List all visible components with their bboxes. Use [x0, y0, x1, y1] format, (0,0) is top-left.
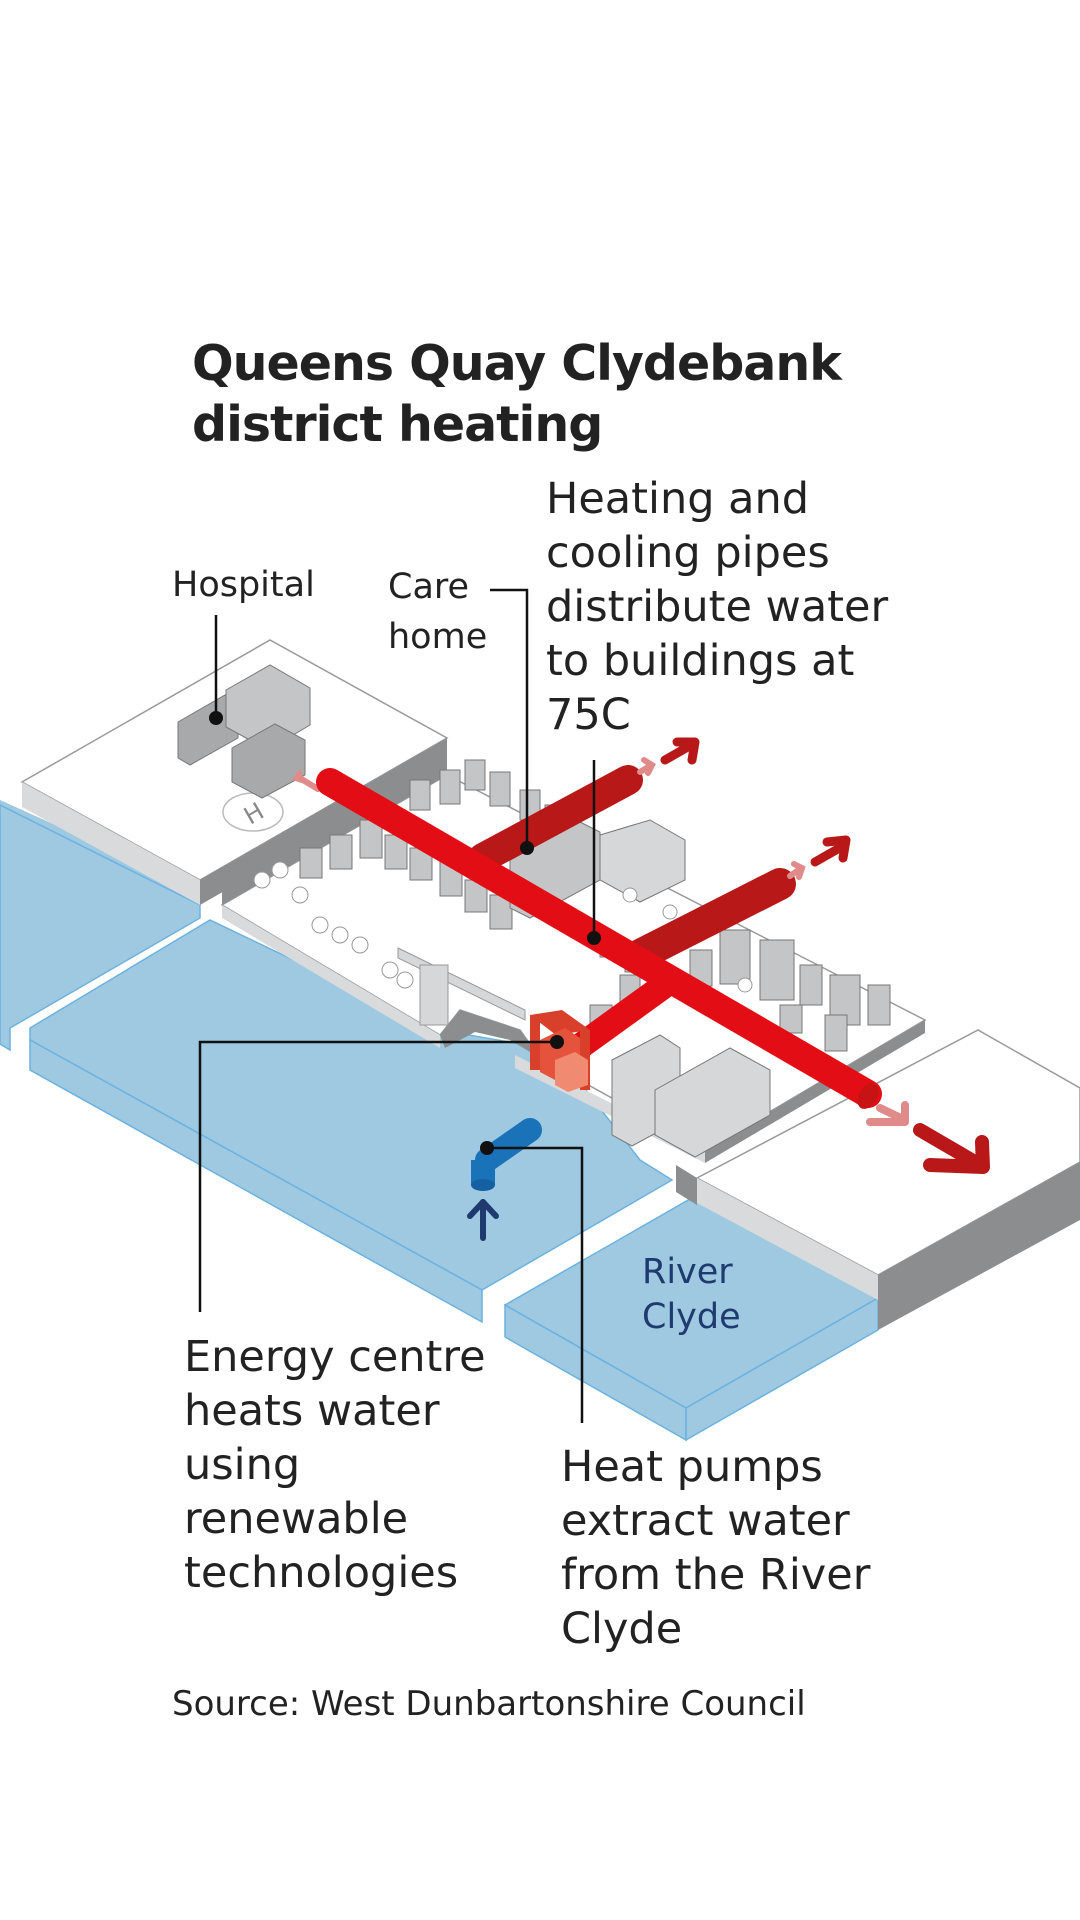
residential-buildings — [299, 759, 891, 1052]
branch-pipe-north — [468, 765, 643, 873]
hospital-label: Hospital — [172, 565, 315, 605]
energy-centre-line-1: Energy centre — [184, 1332, 486, 1382]
heat-pumps-line-4: Clyde — [561, 1604, 683, 1654]
energy-centre-line-5: technologies — [184, 1548, 459, 1598]
river-line-2: Clyde — [642, 1297, 741, 1337]
heat-pump-leader — [490, 1146, 584, 1423]
care-home-leader — [490, 588, 529, 848]
river-clyde-label: River Clyde — [642, 1250, 741, 1340]
dev-platform-front-right — [705, 1020, 925, 1163]
right-platform-side-left — [697, 1178, 878, 1300]
title-line-2: district heating — [192, 396, 603, 453]
flow-arrows — [637, 737, 990, 1174]
leader-dots — [209, 711, 601, 1155]
energy-centre-line-4: renewable — [184, 1494, 409, 1544]
energy-centre-label: Energy centre heats water using renewabl… — [184, 1330, 486, 1600]
heat-pumps-line-2: extract water — [561, 1496, 850, 1546]
care-home-line-1: Care — [388, 567, 470, 607]
water-main-side — [29, 1038, 483, 1324]
page-title: Queens Quay Clydebank district heating — [192, 333, 842, 455]
pipes-line-1: Heating and — [546, 474, 810, 524]
hospital-grounds-path — [0, 458, 7, 610]
care-home-line-2: home — [388, 617, 488, 657]
pipes-line-2: cooling pipes — [546, 528, 830, 578]
arrow-east-icon — [787, 835, 851, 880]
energy-centre-line-3: using — [184, 1440, 301, 1490]
bridge — [397, 947, 526, 1026]
pipes-line-3: distribute water — [546, 582, 889, 632]
hospital-platform-side-left — [22, 782, 200, 905]
arrow-south-east-icon — [866, 1101, 990, 1174]
energy-centre-line-2: heats water — [184, 1386, 440, 1436]
arrow-up-icon — [467, 1199, 499, 1241]
main-pipe-end — [857, 1083, 879, 1109]
river-line-1: River — [642, 1252, 733, 1292]
leader-lines — [198, 588, 596, 1423]
river-water — [0, 800, 880, 1442]
pipes-line-5: 75C — [546, 690, 631, 740]
hospital-building — [177, 664, 311, 799]
hospital-platform-side-right — [200, 738, 447, 905]
heat-pumps-line-3: from the River — [561, 1550, 871, 1600]
branch-pipe-east — [624, 868, 796, 971]
right-platform — [676, 1029, 1080, 1330]
care-home-label: Care home — [388, 562, 487, 662]
heat-pump-intake — [471, 1118, 542, 1191]
energy-centre-leader — [198, 1040, 555, 1312]
pipes-line-4: to buildings at — [546, 636, 855, 686]
heat-pumps-label: Heat pumps extract water from the River … — [561, 1440, 870, 1656]
dev-platform-side-left — [222, 905, 440, 1048]
hospital-platform: H — [0, 458, 449, 905]
heat-pumps-line-1: Heat pumps — [561, 1442, 823, 1492]
platform-gap — [676, 1165, 697, 1205]
commercial-buildings — [611, 1034, 771, 1158]
arrow-north-icon — [637, 737, 700, 776]
right-platform-side-right — [878, 1162, 1080, 1330]
dev-platform-side-dark — [440, 1010, 540, 1058]
development-platform — [220, 740, 927, 1163]
title-line-1: Queens Quay Clydebank — [192, 335, 842, 392]
source-note: Source: West Dunbartonshire Council — [172, 1684, 806, 1724]
trees — [253, 861, 753, 993]
pipes-label: Heating and cooling pipes distribute wat… — [546, 472, 888, 742]
